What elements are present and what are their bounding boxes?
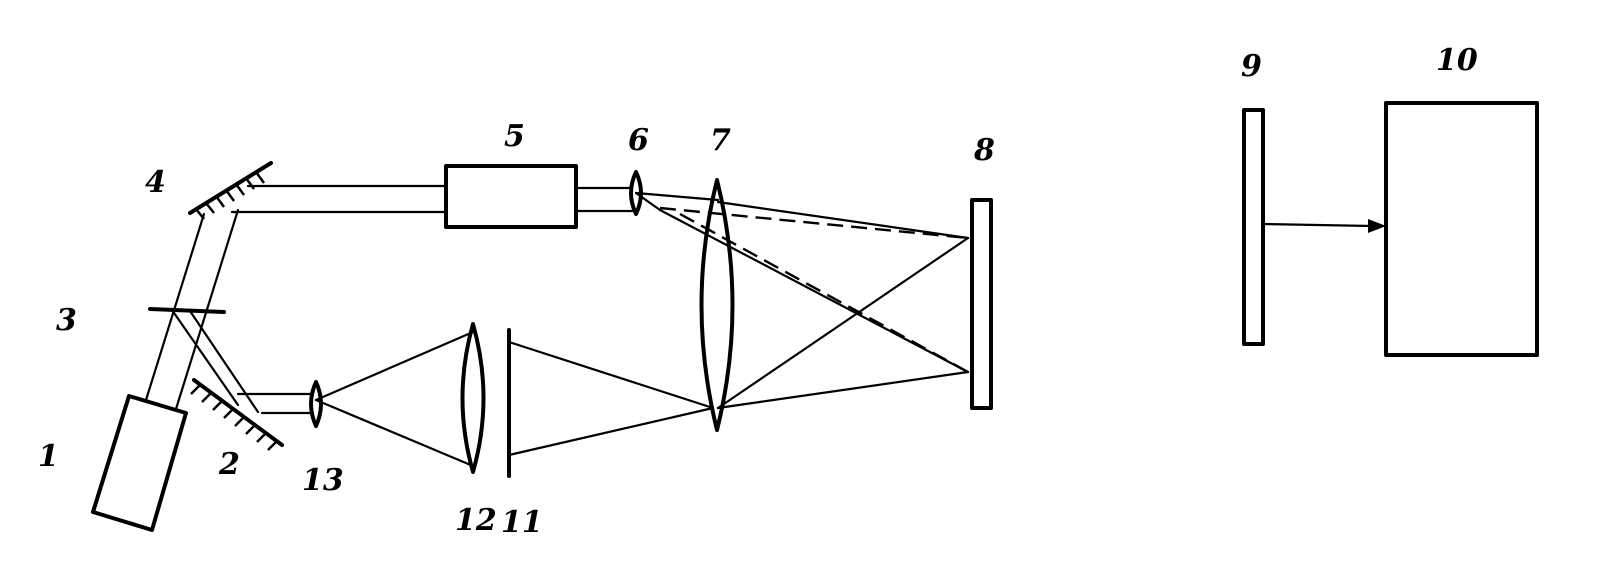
ray-lens7-to-plate8-d xyxy=(716,370,970,410)
ray-lens13-to-lens12-top xyxy=(314,330,475,402)
component-9-detector xyxy=(1242,108,1265,346)
label-2: 2 xyxy=(218,447,240,482)
label-13: 13 xyxy=(302,463,344,498)
ray-plate11-to-lens7-bottom xyxy=(507,406,715,457)
ray-plate11-to-lens7-top xyxy=(507,340,715,410)
beam-laser-to-mirror4-a xyxy=(144,212,206,402)
ray-lens7-to-plate8-b xyxy=(716,200,970,240)
component-3-beamsplitter xyxy=(148,307,226,314)
label-10: 10 xyxy=(1436,43,1478,78)
label-6: 6 xyxy=(628,123,649,158)
label-11: 11 xyxy=(501,505,543,540)
component-8-plate xyxy=(970,198,993,410)
label-5: 5 xyxy=(504,119,525,154)
arrow-9-to-10-head xyxy=(1368,219,1386,233)
label-9: 9 xyxy=(1241,49,1262,84)
label-3: 3 xyxy=(56,303,77,338)
component-2-mirror xyxy=(192,378,284,447)
ray-lens6-focus xyxy=(634,191,662,212)
label-1: 1 xyxy=(38,439,59,474)
component-6-lens xyxy=(629,170,643,216)
component-5-box xyxy=(444,164,578,229)
ray-lens6-to-lens7-upper xyxy=(634,191,720,202)
component-4-mirror xyxy=(188,161,273,215)
mirror-4-hatching xyxy=(195,171,266,220)
label-4: 4 xyxy=(145,165,166,200)
component-1-laser xyxy=(91,394,188,532)
label-8: 8 xyxy=(973,133,995,168)
component-13-lens xyxy=(309,380,323,428)
dashed-ray-upper xyxy=(659,206,969,240)
label-12: 12 xyxy=(455,503,497,538)
mirror-2-hatching xyxy=(190,384,278,451)
ray-splitter-to-mirror2-b xyxy=(188,309,260,414)
ray-lens13-to-lens12-bottom xyxy=(314,398,475,468)
component-12-lens xyxy=(460,322,486,474)
label-7: 7 xyxy=(710,123,731,158)
component-7-lens xyxy=(699,178,735,432)
arrow-9-to-10-shaft xyxy=(1261,222,1374,228)
dashed-ray-lower xyxy=(679,212,969,374)
ray-lens7-to-plate8-c xyxy=(716,236,970,410)
ray-splitter-to-mirror2-a xyxy=(170,308,240,407)
component-10-box xyxy=(1384,101,1539,357)
